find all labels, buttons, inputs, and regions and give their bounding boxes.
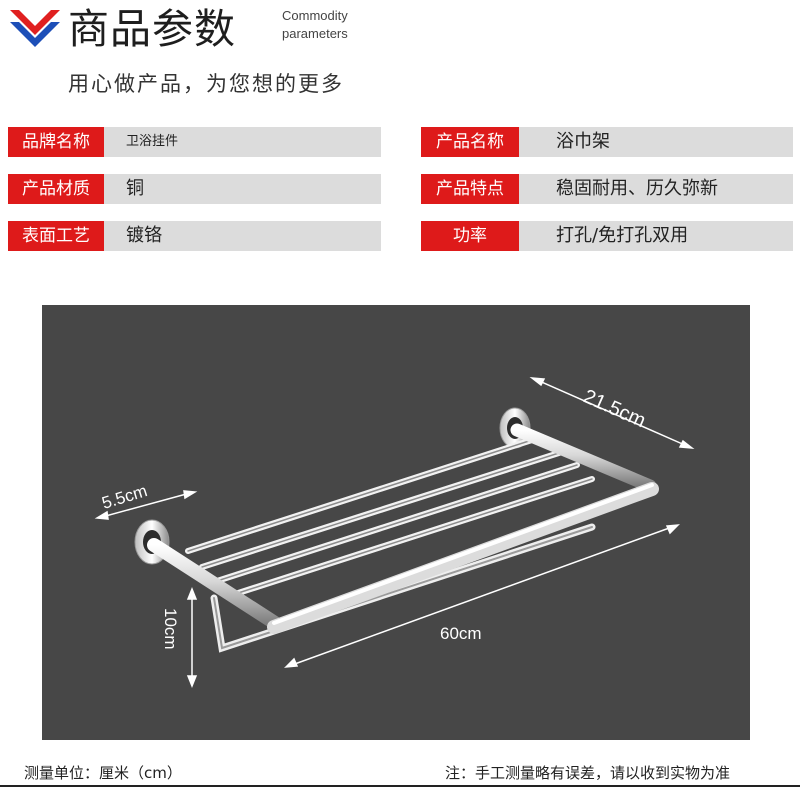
spec-value: 打孔/免打孔双用 [556,225,689,246]
page-title: 商品参数 [68,5,236,53]
slogan: 用心做产品，为您想的更多 [68,72,344,96]
page-subtitle-en: Commodity parameters [282,7,348,43]
spec-label: 产品特点 [421,174,519,204]
subtitle-line-2: parameters [282,26,348,41]
double-chevron-down-icon [10,10,60,47]
dimension-width-label: 60cm [440,624,482,643]
spec-label: 产品名称 [421,127,519,157]
product-photo: 21.5cm 5.5cm 10cm 60cm [42,305,750,740]
spec-value: 卫浴挂件 [126,134,179,149]
subtitle-line-1: Commodity [282,8,348,23]
dimension-wall-plate-label: 5.5cm [100,481,150,513]
lower-towel-bar [210,523,596,653]
spec-value: 浴巾架 [556,131,610,152]
spec-label: 产品材质 [8,174,104,204]
spec-row-function: 功率 打孔/免打孔双用 [421,221,793,251]
dimension-depth-label: 21.5cm [580,385,649,432]
spec-label: 表面工艺 [8,221,104,251]
side-arms [147,423,659,634]
dimension-lines [94,377,695,689]
top-rails [185,437,595,598]
spec-value: 铜 [126,178,144,199]
spec-row-brand: 品牌名称 卫浴挂件 [8,127,381,157]
spec-row-product-name: 产品名称 浴巾架 [421,127,793,157]
measurement-error-note: 注：手工测量略有误差，请以收到实物为准 [445,764,731,782]
spec-label: 品牌名称 [8,127,104,157]
footer-divider [0,785,800,787]
spec-value: 稳固耐用、历久弥新 [556,178,718,199]
dimension-height-label: 10cm [161,608,180,650]
towel-rack-illustration: 21.5cm 5.5cm 10cm 60cm [94,377,695,689]
spec-label: 功率 [421,221,519,251]
measurement-unit-note: 测量单位：厘米（cm） [24,764,182,782]
spec-value: 镀铬 [126,225,162,246]
spec-row-features: 产品特点 稳固耐用、历久弥新 [421,174,793,204]
spec-row-finish: 表面工艺 镀铬 [8,221,381,251]
spec-row-material: 产品材质 铜 [8,174,381,204]
